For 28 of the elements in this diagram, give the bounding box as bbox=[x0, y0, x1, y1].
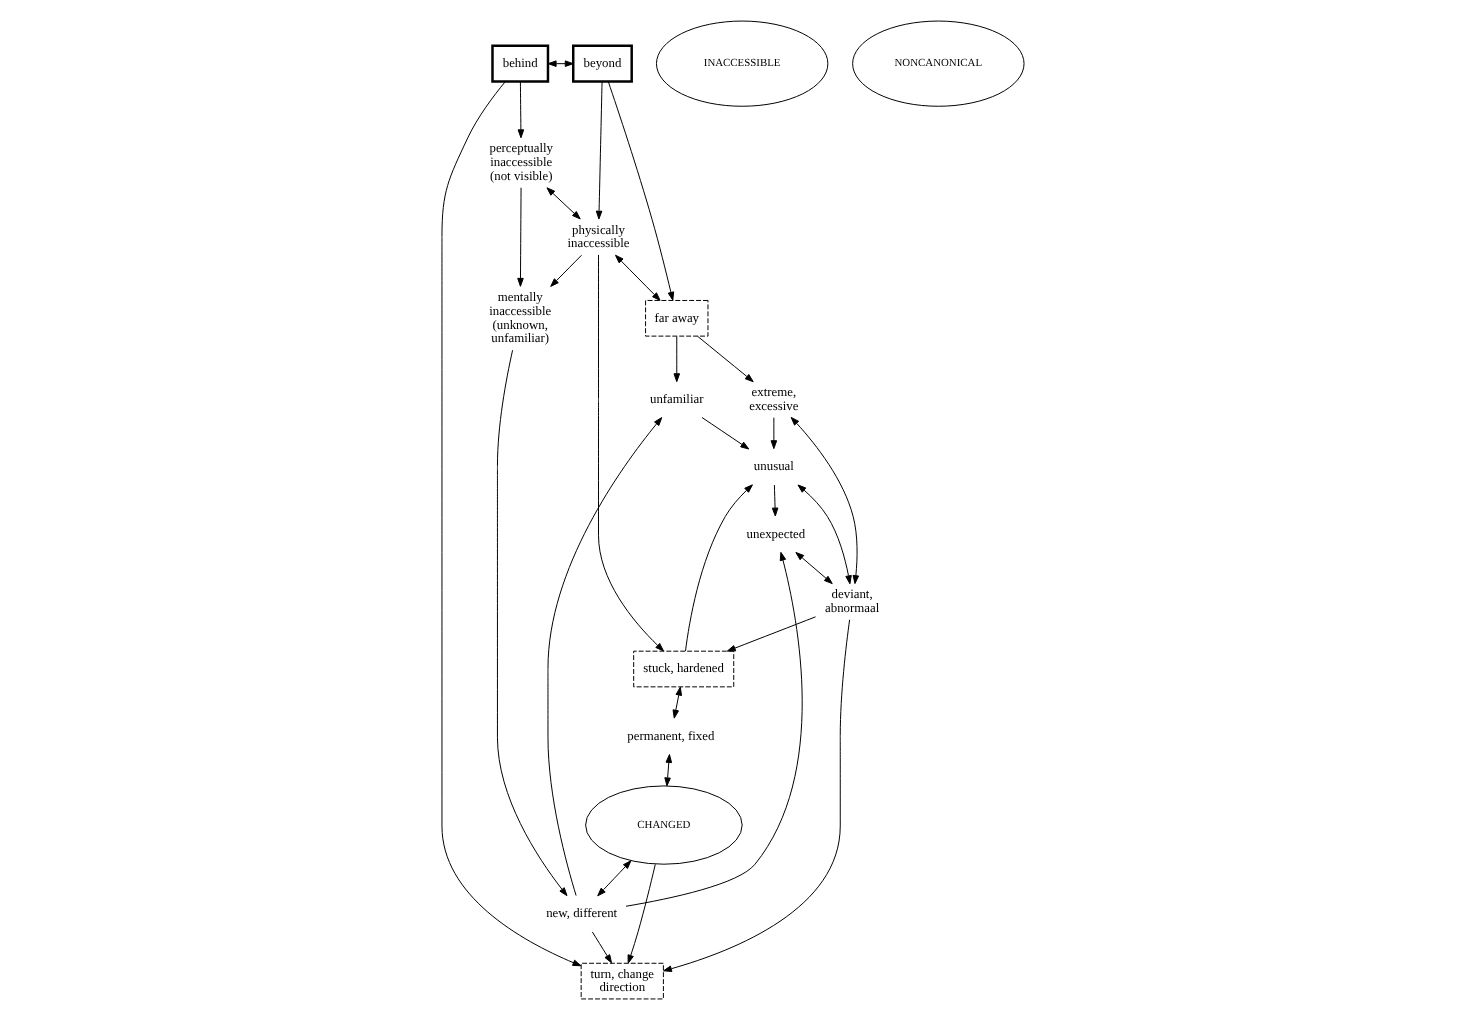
arrow bbox=[495, 349, 567, 897]
arrow bbox=[549, 254, 581, 287]
arrow bbox=[546, 417, 662, 897]
arrow bbox=[614, 254, 660, 301]
arrow bbox=[516, 187, 523, 287]
arrow bbox=[516, 81, 524, 139]
arrow bbox=[671, 686, 681, 719]
arrow bbox=[684, 484, 752, 652]
arrow bbox=[770, 484, 778, 517]
arrow bbox=[545, 187, 580, 220]
arrow bbox=[440, 81, 581, 967]
arrow bbox=[789, 416, 859, 585]
arrow bbox=[606, 81, 674, 301]
arrow bbox=[700, 417, 749, 450]
arrow bbox=[794, 551, 832, 585]
arrow bbox=[662, 619, 850, 972]
arrow bbox=[796, 484, 851, 585]
arrow bbox=[696, 336, 753, 383]
arrow bbox=[769, 417, 777, 450]
arrow bbox=[594, 81, 602, 220]
arrow bbox=[624, 551, 802, 907]
arrow bbox=[663, 754, 672, 787]
arrow bbox=[672, 336, 680, 383]
arrow bbox=[626, 863, 655, 964]
arrow bbox=[597, 254, 663, 652]
arrow bbox=[590, 931, 612, 964]
arrow bbox=[725, 616, 816, 652]
arrow bbox=[596, 860, 631, 897]
